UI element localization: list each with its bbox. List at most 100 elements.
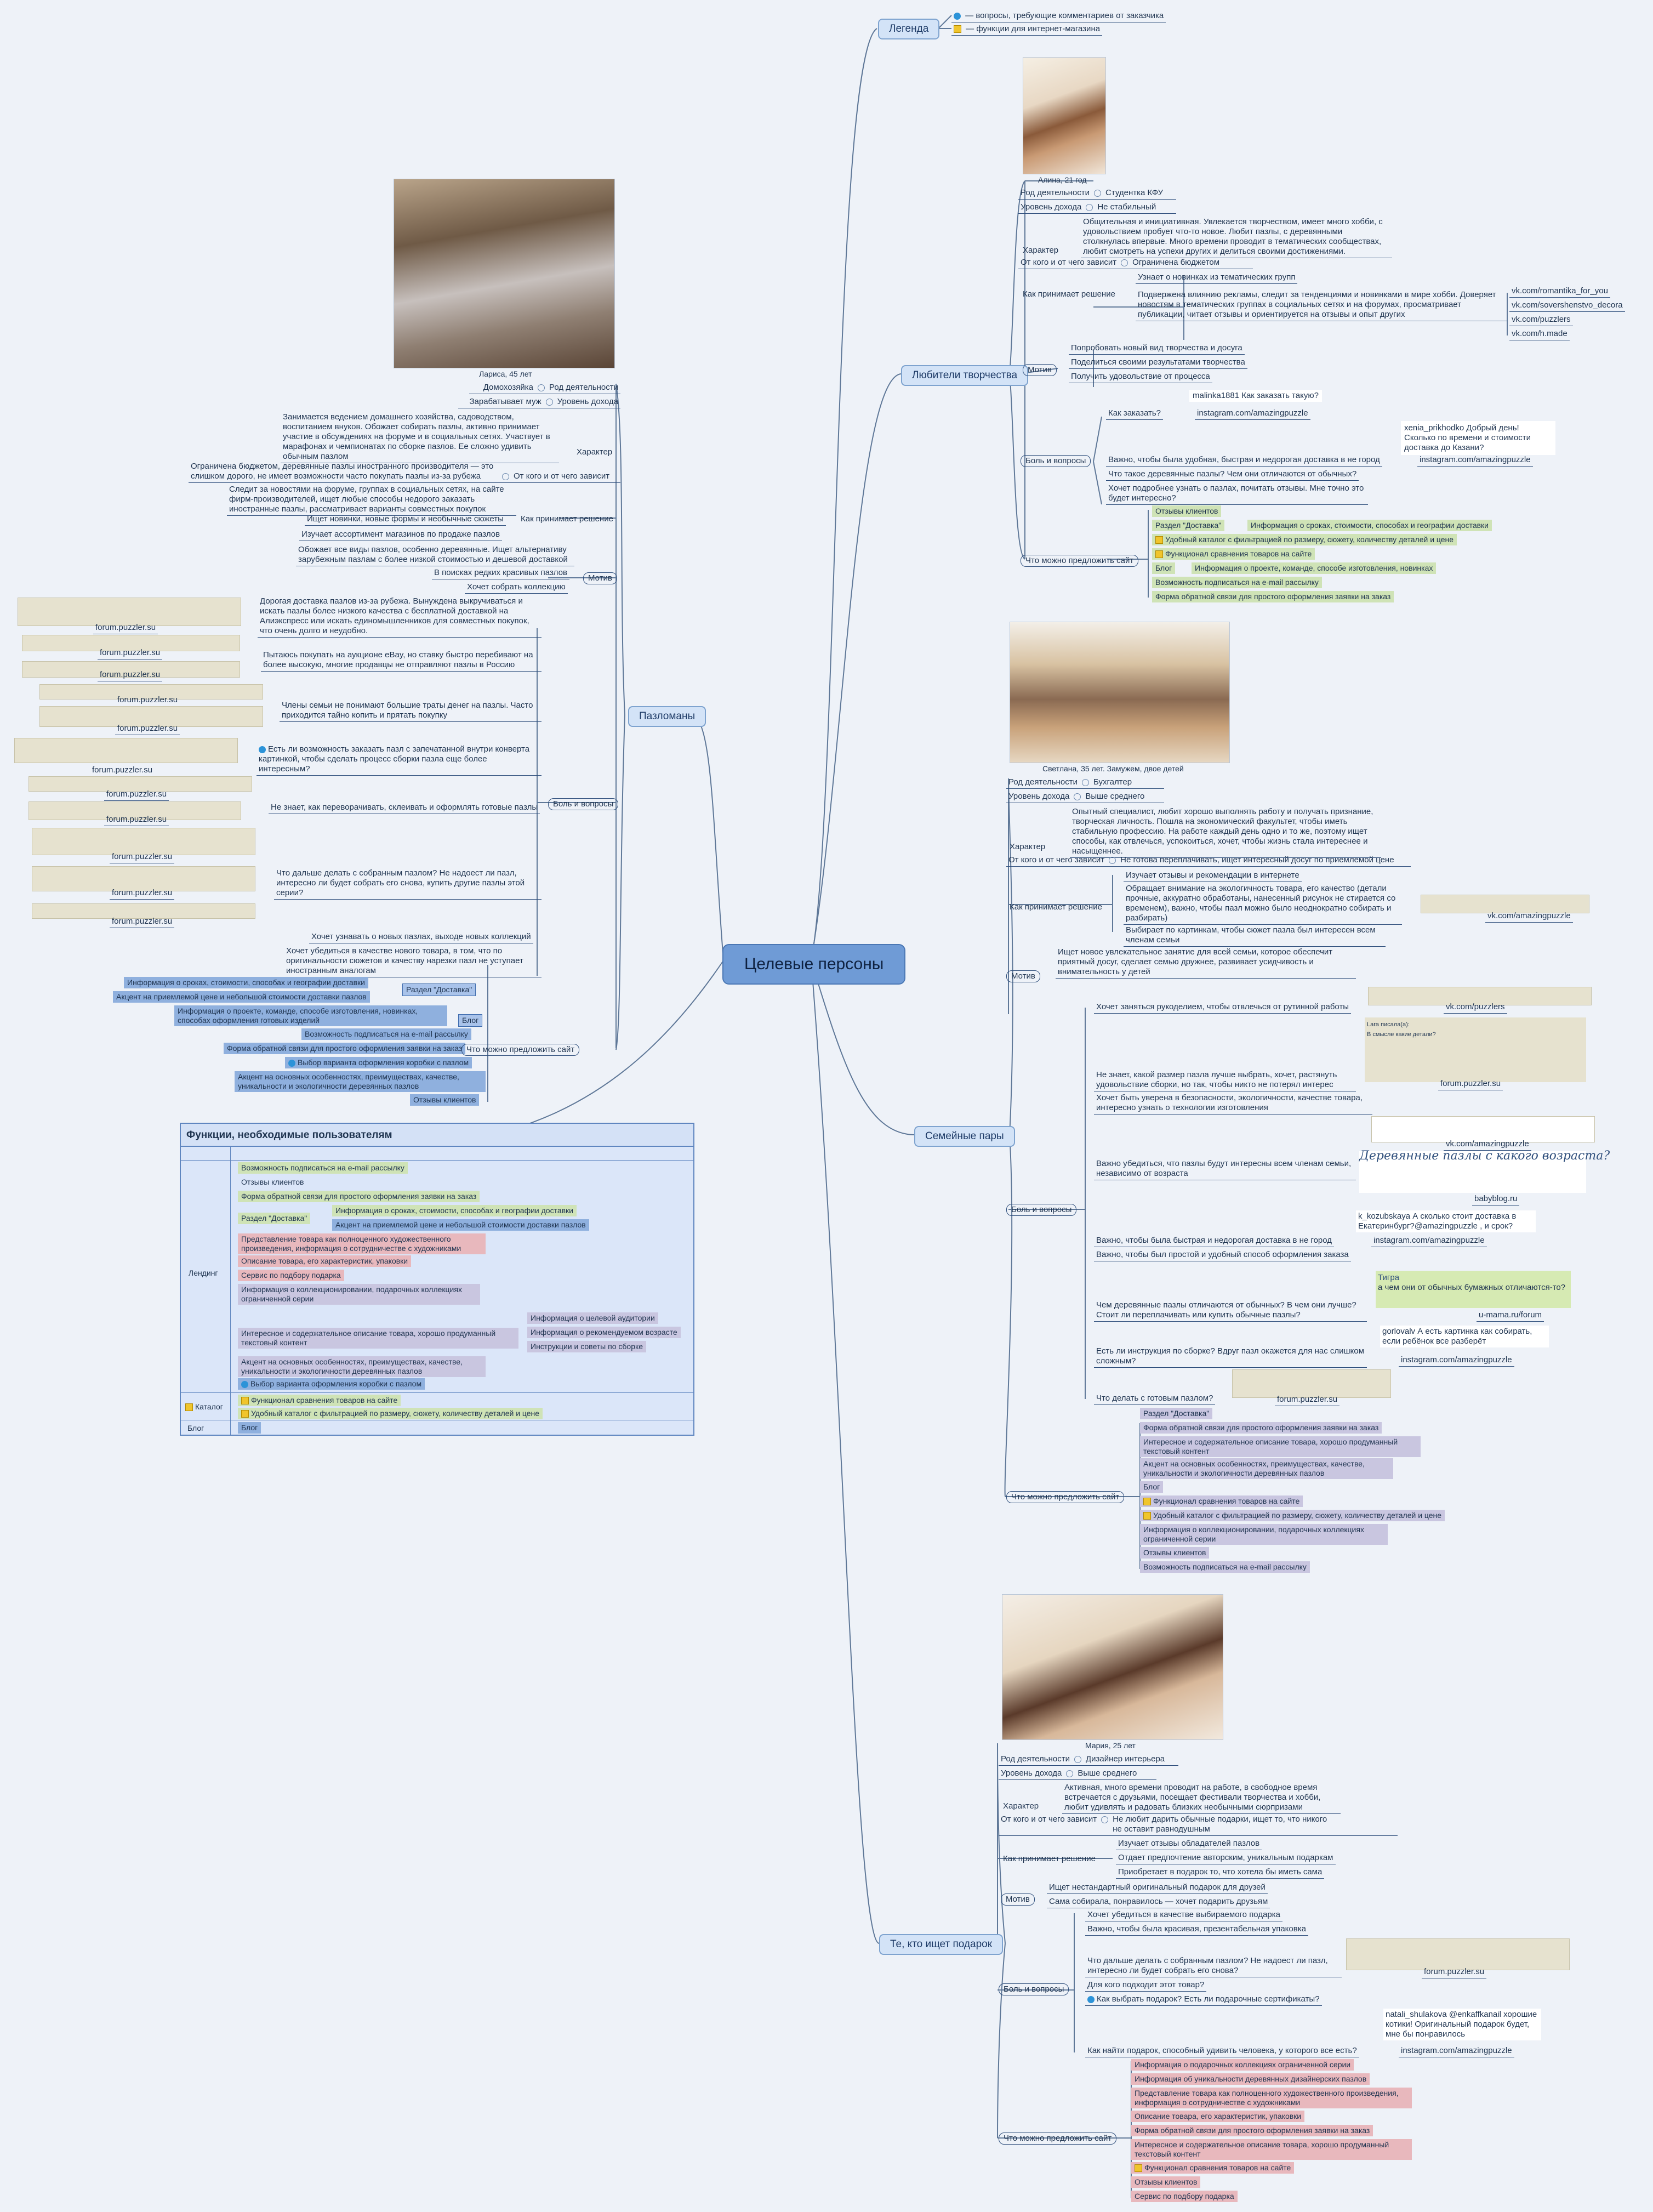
source-link[interactable]: forum.puzzler.su [110,888,175,900]
offer-item: Функционал сравнения товаров на сайте [1140,1495,1303,1507]
character-value: Общительная и инициативная. Увлекается т… [1081,217,1392,258]
pain-item: Хочет заняться рукоделием, чтобы отвлечь… [1094,1002,1352,1014]
decision-value: Изучает отзывы обладателей пазлов [1116,1839,1262,1850]
offer-item: Отзывы клиентов [1140,1547,1210,1559]
source-link[interactable]: forum.puzzler.su [104,815,169,826]
note-icon [502,473,509,480]
decision-value: Изучает ассортимент магазинов по продаже… [299,530,503,541]
function-item: Возможность подписаться на e-mail рассыл… [238,1162,408,1174]
source-link[interactable]: instagram.com/amazingpuzzle [1417,455,1533,467]
persona-topic-families[interactable]: Семейные пары [914,1126,1015,1147]
motive-item: Попробовать новый вид творчества и досуг… [1069,343,1245,355]
pain-item: Чем деревянные пазлы отличаются от обычн… [1094,1300,1367,1322]
source-link[interactable]: vk.com/puzzlers [1509,315,1573,326]
offer-item: Сервис по подбору подарка [1131,2191,1238,2202]
motive-item: В поисках редких красивых пазлов [432,568,569,579]
function-item: Интересное и содержательное описание тов… [238,1328,518,1349]
source-link[interactable]: forum.puzzler.su [110,852,175,863]
pain-label: Боль и вопросы [1021,455,1091,467]
source-link[interactable]: forum.puzzler.su [90,765,155,777]
blog-label: Блог [187,1424,204,1432]
note-icon [1121,259,1128,266]
persona-topic-gift[interactable]: Те, кто ищет подарок [879,1934,1004,1955]
offer-item: Описание товара, его характеристик, упак… [1131,2111,1305,2122]
character-value: Опытный специалист, любит хорошо выполня… [1070,807,1381,858]
forum-screenshot [39,684,263,700]
pain-item: Важно, чтобы была быстрая и недорогая до… [1094,1236,1335,1247]
offer-label: Что можно предложить сайт [1021,555,1139,567]
pain-label: Боль и вопросы [548,798,619,810]
shopping-icon [1143,1498,1151,1506]
source-link[interactable]: instagram.com/amazingpuzzle [1371,1236,1487,1247]
quote-block: Lara писала(а):В смысле какие детали? [1365,1017,1586,1082]
source-link[interactable]: vk.com/amazingpuzzle [1485,911,1573,923]
source-link[interactable]: forum.puzzler.su [115,695,180,707]
source-link[interactable]: vk.com/puzzlers [1444,1002,1507,1014]
source-link[interactable]: babyblog.ru [1472,1194,1520,1205]
pain-item: Как найти подарок, способный удивить чел… [1085,2046,1359,2057]
offer-item: Отзывы клиентов [1152,505,1222,517]
central-topic-label: Целевые персоны [744,955,884,973]
central-topic[interactable]: Целевые персоны [722,944,906,985]
source-link[interactable]: forum.puzzler.su [98,670,163,681]
quote-text: malinka1881 Как заказать такую? [1189,390,1322,402]
decision-value: Узнает о новинках из тематических групп [1136,272,1298,284]
pain-item: Важно, чтобы был простой и удобный спосо… [1094,1250,1351,1261]
pain-item: Хочет подробнее узнать о пазлах, почитат… [1106,484,1368,505]
source-link[interactable]: forum.puzzler.su [104,789,169,801]
source-link[interactable]: vk.com/h.made [1509,329,1570,340]
offer-item: Информация о сроках, стоимости, способах… [1247,520,1492,531]
source-link[interactable]: forum.puzzler.su [115,724,180,735]
source-link[interactable]: instagram.com/amazingpuzzle [1399,1355,1514,1367]
offer-item: Форма обратной связи для простого оформл… [1140,1422,1382,1434]
character-value: Занимается ведением домашнего хозяйства,… [281,412,559,463]
offer-item: Блог [458,1014,483,1027]
offer-item: Информация о подарочных коллекциях огран… [1131,2059,1354,2071]
offer-item: Акцент на приемлемой цене и небольшой ст… [113,991,370,1003]
shopping-icon [1135,2164,1142,2173]
note-icon [538,384,545,391]
forum-screenshot [1232,1369,1391,1398]
legend-item-shop: — функции для интернет-магазина [951,24,1103,36]
persona-caption: Лариса, 45 лет [479,369,532,378]
persona-photo-family [1010,622,1230,763]
source-link[interactable]: vk.com/romantika_for_you [1509,286,1610,298]
offer-item: Информация о коллекционировании, подароч… [1140,1524,1388,1545]
decision-value: Выбирает по картинкам, чтобы сюжет пазла… [1124,925,1386,947]
note-icon [1101,1816,1109,1823]
forum-screenshot [1346,1938,1570,1970]
source-link[interactable]: forum.puzzler.su [1275,1395,1340,1406]
offer-item: Акцент на основных особенностях, преимущ… [235,1071,486,1092]
pain-item: Хочет убедиться в качестве выбираемого п… [1085,1910,1283,1921]
legend-topic[interactable]: Легенда [878,19,940,39]
offer-item: Раздел "Доставка" [402,983,476,996]
character-value: Активная, много времени проводит на рабо… [1062,1783,1341,1814]
forum-screenshot [29,801,241,820]
source-link[interactable]: instagram.com/amazingpuzzle [1399,2046,1514,2057]
decision-label: Как принимает решение [1010,902,1102,912]
source-link[interactable]: forum.puzzler.su [1438,1079,1503,1090]
decision-value: Отдает предпочтение авторским, уникальны… [1116,1853,1336,1864]
note-icon [1081,778,1089,786]
pain-item: Хочет быть уверена в безопасности, эколо… [1094,1093,1372,1114]
offer-item: Форма обратной связи для простого оформл… [1131,2125,1373,2136]
legend-item-question: — вопросы, требующие комментариев от зак… [951,11,1166,22]
forum-screenshot [32,866,255,891]
source-link[interactable]: u-mama.ru/forum [1477,1310,1544,1322]
source-link[interactable]: vk.com/sovershenstvo_decora [1509,300,1625,312]
source-link[interactable]: forum.puzzler.su [93,623,158,634]
source-link[interactable]: instagram.com/amazingpuzzle [1195,408,1310,420]
source-link[interactable]: forum.puzzler.su [110,917,175,928]
question-icon [259,746,266,753]
source-link[interactable]: vk.com/amazingpuzzle [1444,1139,1531,1151]
source-link[interactable]: forum.puzzler.su [1422,1967,1487,1978]
offer-item: Информация о сроках, стоимости, способах… [124,977,369,988]
offer-item: Отзывы клиентов [1131,2176,1201,2188]
source-link[interactable]: forum.puzzler.su [98,648,163,659]
persona-topic-creative[interactable]: Любители творчества [901,365,1029,386]
offer-item: Форма обратной связи для простого оформл… [1152,591,1394,602]
persona-topic-puzzlers[interactable]: Пазломаны [628,706,706,727]
function-item: Инструкции и советы по сборке [527,1341,647,1352]
